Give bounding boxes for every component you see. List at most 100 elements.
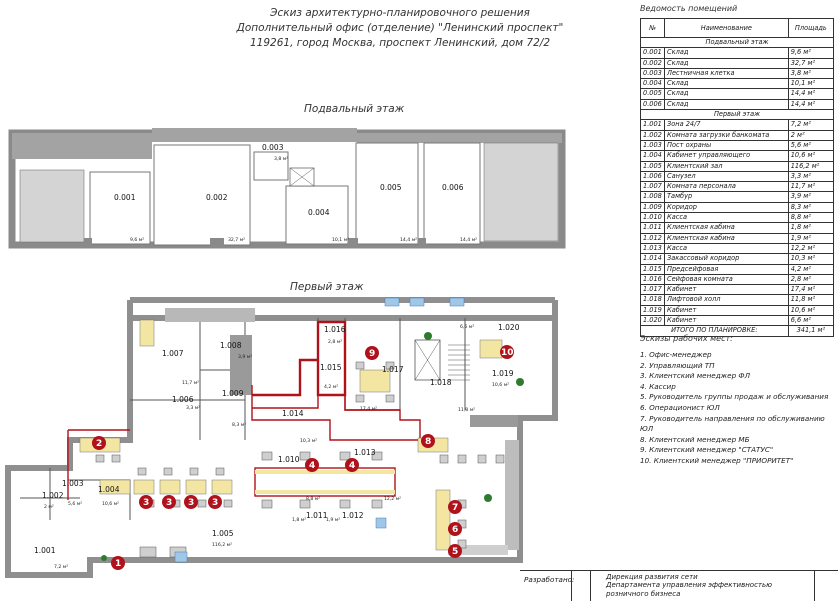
room-area: 10,6 м² bbox=[492, 382, 509, 388]
workplace-marker-6: 6 bbox=[448, 522, 462, 536]
workplace-marker-3: 3 bbox=[139, 495, 153, 509]
room-area: 4,2 м² bbox=[324, 384, 338, 390]
room-area: 5,6 м² bbox=[68, 501, 82, 507]
svg-text:3: 3 bbox=[212, 498, 218, 508]
room-area: 7,2 м² bbox=[54, 564, 68, 570]
svg-text:3: 3 bbox=[188, 498, 194, 508]
basement-wall-segment bbox=[152, 128, 357, 142]
title-line: 119261, город Москва, проспект Ленинский… bbox=[250, 37, 550, 49]
pier bbox=[348, 238, 358, 246]
manager-office-border bbox=[67, 429, 130, 500]
counter-top bbox=[255, 470, 395, 474]
room-area: 3,8 м² bbox=[274, 156, 288, 162]
workplace-marker-3: 3 bbox=[184, 495, 198, 509]
workplace-marker-4: 4 bbox=[345, 458, 359, 472]
lift-symbol bbox=[414, 339, 441, 381]
room-label: 1.019 bbox=[492, 369, 514, 378]
svg-text:9: 9 bbox=[369, 349, 375, 359]
drawing-title: Эскиз архитектурно-планировочного решени… bbox=[230, 6, 570, 51]
svg-text:8: 8 bbox=[425, 437, 431, 447]
workplace-marker-8: 8 bbox=[421, 434, 435, 448]
workplace-marker-5: 5 bbox=[448, 544, 462, 558]
room-area: 2,8 м² bbox=[328, 339, 342, 345]
room-area: 8,8 м² bbox=[306, 496, 320, 502]
room-label: 1.005 bbox=[212, 529, 234, 538]
column-header: Наименование bbox=[664, 18, 789, 38]
glass-partitions bbox=[174, 297, 465, 563]
room-label: 0.004 bbox=[308, 208, 330, 217]
basement-room-box bbox=[89, 171, 151, 245]
counter-top bbox=[255, 490, 395, 494]
room-label: 1.009 bbox=[222, 389, 244, 398]
room-area: 1,8 м² bbox=[292, 517, 306, 523]
basement-room-box bbox=[285, 185, 349, 245]
rooms-table: № Наименование Площадь Подвальный этаж 0… bbox=[639, 18, 835, 337]
wall-block bbox=[230, 335, 252, 395]
list-item: 5. Руководитель группы продаж и обслужив… bbox=[640, 392, 829, 402]
room-label: 1.002 bbox=[42, 491, 64, 500]
vault-corridor-border bbox=[252, 358, 318, 397]
pier bbox=[210, 238, 224, 246]
rooms-table-caption: Ведомость помещений bbox=[640, 4, 738, 13]
room-label: 1.008 bbox=[220, 341, 242, 350]
room-label: 1.018 bbox=[430, 378, 452, 387]
list-item: 10. Клиентский менеджер "ПРИОРИТЕТ" bbox=[640, 455, 794, 465]
room-label: 1.010 bbox=[278, 455, 300, 464]
list-item: 2. Управляющий ТП bbox=[640, 360, 715, 370]
department-line: Департамента управления эффективностью bbox=[606, 581, 773, 590]
title-block-cell bbox=[572, 571, 591, 601]
basement-wall-segment bbox=[357, 133, 562, 143]
workplace-marker-1: 1 bbox=[111, 556, 125, 570]
room-label: 0.002 bbox=[206, 193, 228, 202]
teller-counter bbox=[254, 467, 396, 497]
basement-wall-segment bbox=[12, 133, 152, 159]
chairs bbox=[95, 361, 505, 558]
list-item: 8. Клиентский менеджер МБ bbox=[640, 434, 750, 444]
room-label: 1.001 bbox=[34, 546, 56, 555]
wall-block bbox=[448, 545, 508, 555]
table-section-row: Первый этаж bbox=[640, 109, 834, 121]
plants bbox=[101, 332, 524, 561]
room-label: 1.014 bbox=[282, 409, 304, 418]
room-label: 1.016 bbox=[324, 325, 346, 334]
room-area: 14,4 м² bbox=[400, 237, 417, 243]
room-area: 6,6 м² bbox=[460, 324, 474, 330]
workplace-markers: 1 2 3 3 3 3 4 4 5 6 7 8 9 10 bbox=[92, 345, 514, 570]
room-label: 1.012 bbox=[342, 511, 364, 520]
basement-caption: Подвальный этаж bbox=[304, 103, 405, 115]
room-label: 0.005 bbox=[380, 183, 402, 192]
first-floor-room-labels: 1.001 7,2 м² 1.002 2 м² 1.003 5,6 м² 1.0… bbox=[34, 323, 520, 570]
room-label: 1.015 bbox=[320, 363, 342, 372]
room-area: 17,4 м² bbox=[360, 406, 377, 412]
first-floor-plan: 1.001 7,2 м² 1.002 2 м² 1.003 5,6 м² 1.0… bbox=[5, 297, 558, 578]
basement-room-box bbox=[355, 142, 419, 245]
workplace-marker-2: 2 bbox=[92, 436, 106, 450]
room-area: 14,4 м² bbox=[460, 237, 477, 243]
room-label: 0.003 bbox=[262, 143, 284, 152]
workplace-marker-3: 3 bbox=[208, 495, 222, 509]
workplaces-list: 1. Офис-менеджер 2. Управляющий ТП 3. Кл… bbox=[640, 350, 838, 467]
workplaces-caption: Эскизы рабочих мест: bbox=[640, 334, 733, 343]
column-header: № bbox=[639, 18, 666, 38]
list-item: 7. Руководитель направления по обслужива… bbox=[640, 413, 825, 434]
svg-text:6: 6 bbox=[452, 525, 458, 535]
title-block: Разработано: Дирекция развития сети Депа… bbox=[520, 570, 838, 601]
workplace-marker-10: 10 bbox=[500, 345, 514, 359]
room-area: 11,7 м² bbox=[182, 380, 199, 386]
room-label: 1.007 bbox=[162, 349, 184, 358]
wall-block bbox=[470, 415, 518, 427]
department-line: розничного бизнеса bbox=[606, 589, 681, 598]
room-area: 3,9 м² bbox=[238, 354, 252, 360]
room-area: 32,7 м² bbox=[228, 237, 245, 243]
